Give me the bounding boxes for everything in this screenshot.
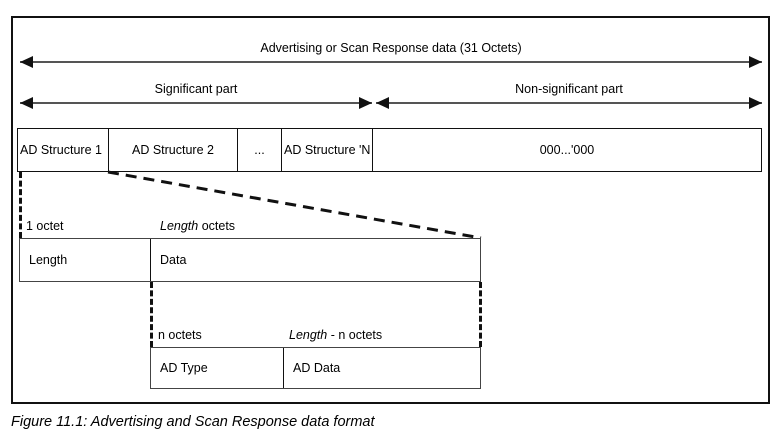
ad-structure-cell-n: AD Structure 'N [282,129,373,171]
ad-data-detail-table: AD Type AD Data [150,347,481,389]
arrow-head-right-icon [749,56,762,68]
non-significant-dimension-label: Non-significant part [515,82,623,96]
size-label-text: 1 octet [26,219,64,233]
arrow-head-left-icon [20,56,33,68]
detail-cell-length: Length [20,239,151,281]
ad-structure-detail-table: Length Data [19,238,481,282]
arrow-shaft [376,102,762,104]
arrow-head-right-icon [359,97,372,109]
size-label-plain-part: octets [198,219,236,233]
detail-cell-ad-type: AD Type [151,348,284,388]
ad-structure-cell-2: AD Structure 2 [109,129,238,171]
callout-line-left-vertical [19,172,22,238]
size-label-italic-part: Length [160,219,199,233]
ad-data-size-label-1: n octets [158,328,202,342]
size-label-plain-part: - n octets [327,328,383,342]
ad-structure-size-label-1: 1 octet [26,219,64,233]
size-label-italic-part: Length [289,328,328,342]
callout2-line-right-vertical [479,282,482,347]
total-dimension-label: Advertising or Scan Response data (31 Oc… [260,41,522,55]
ad-structure-row: AD Structure 1 AD Structure 2 ... AD Str… [17,128,762,172]
arrow-shaft [20,61,762,63]
significant-dimension-arrow [20,97,372,109]
callout2-line-left-vertical [150,282,153,347]
ad-structure-cell-ellipsis: ... [238,129,282,171]
ad-data-size-label-2: Length - n octets [289,328,382,342]
callout-diagonal-line [107,170,482,240]
figure-outer-frame [11,16,770,404]
arrow-head-left-icon [20,97,33,109]
arrow-head-right-icon [749,97,762,109]
total-dimension-arrow [20,56,762,68]
non-significant-dimension-arrow [376,97,762,109]
ad-structure-cell-1: AD Structure 1 [18,129,109,171]
ad-structure-size-label-2: Length octets [160,219,235,233]
detail-cell-ad-data: AD Data [293,361,341,375]
size-label-text: n octets [158,328,202,342]
significant-dimension-label: Significant part [154,82,238,96]
arrow-head-left-icon [376,97,389,109]
arrow-shaft [20,102,372,104]
ad-structure-cell-padding: 000...'000 [539,143,595,157]
detail-cell-data: Data [160,253,187,267]
figure-caption: Figure 11.1: Advertising and Scan Respon… [11,414,375,430]
